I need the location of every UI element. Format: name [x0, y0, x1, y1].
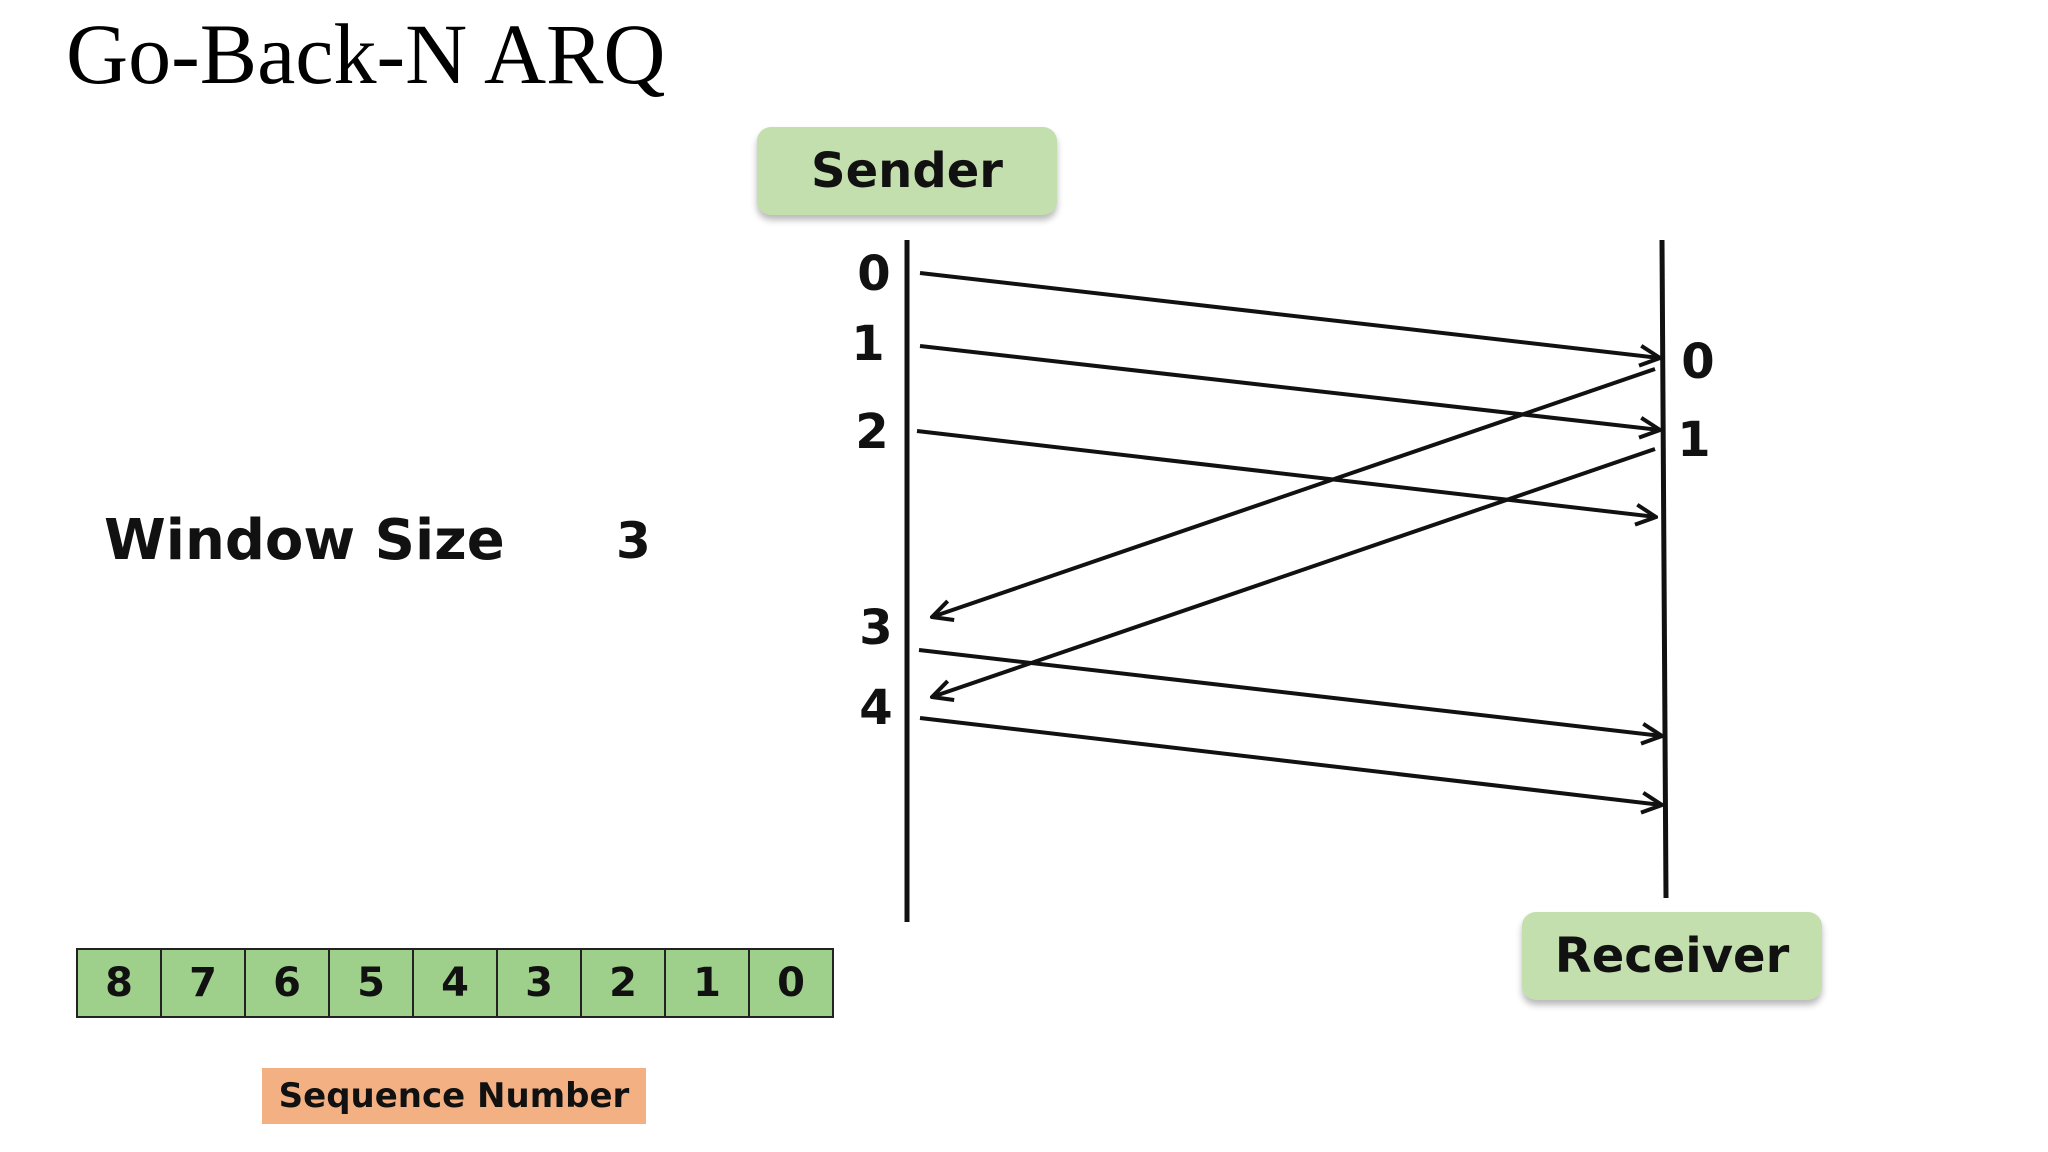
sender-number: 1: [851, 316, 884, 372]
frame-arrow: [916, 429, 1656, 517]
sender-number: 3: [859, 600, 892, 656]
frame-arrow: [919, 271, 1660, 358]
frame-arrow: [919, 716, 1662, 805]
sequence-cell: 7: [162, 950, 246, 1016]
frame-arrow: [919, 344, 1660, 430]
sender-number: 2: [855, 404, 888, 460]
window-size-label: Window Size: [104, 508, 505, 573]
frame-arrow: [918, 648, 1662, 736]
receiver-number: 0: [1681, 334, 1714, 390]
sender-number: 4: [859, 680, 892, 736]
sequence-cell: 2: [582, 950, 666, 1016]
sequence-cell: 5: [330, 950, 414, 1016]
sequence-number-label: Sequence Number: [262, 1068, 646, 1124]
window-size-value: 3: [616, 512, 651, 570]
sender-label: Sender: [757, 127, 1057, 215]
ack-arrow: [932, 447, 1656, 697]
sequence-cell: 8: [78, 950, 162, 1016]
sequence-cell: 3: [498, 950, 582, 1016]
receiver-label: Receiver: [1522, 912, 1822, 1000]
sequence-cell: 6: [246, 950, 330, 1016]
sequence-cell: 4: [414, 950, 498, 1016]
sequence-strip: 8 7 6 5 4 3 2 1 0: [76, 948, 834, 1018]
sequence-cell: 1: [666, 950, 750, 1016]
sequence-cell: 0: [777, 960, 805, 1006]
ack-arrow: [932, 367, 1656, 617]
receiver-timeline: [1659, 239, 1669, 899]
receiver-number: 1: [1677, 412, 1710, 468]
sender-number: 0: [857, 246, 890, 302]
page-title: Go-Back-N ARQ: [66, 6, 666, 102]
